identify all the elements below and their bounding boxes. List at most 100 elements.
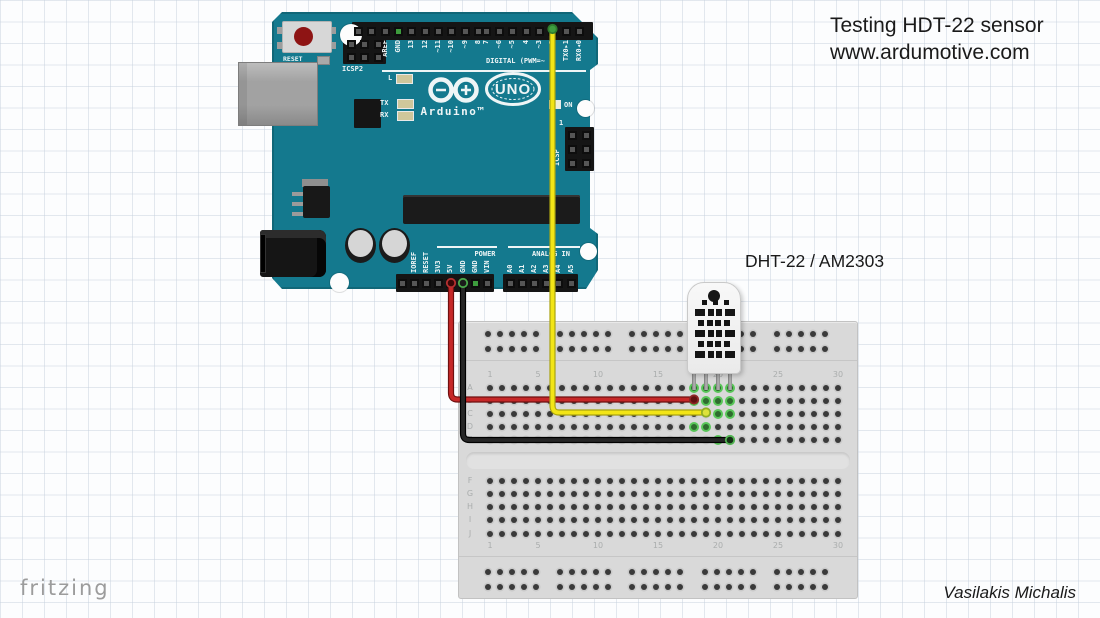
breadboard-hole: [775, 384, 781, 391]
breadboard-hole: [751, 504, 757, 510]
icsp2-label: ICSP2: [342, 65, 364, 73]
breadboard-hole: [499, 423, 505, 430]
breadboard-hole: [811, 397, 817, 404]
breadboard-hole: [583, 477, 589, 484]
breadboard-hole: [629, 583, 635, 590]
breadboard-hole: [799, 423, 805, 430]
breadboard-hole: [665, 331, 671, 337]
header-pin: [574, 26, 584, 36]
breadboard-hole: [823, 410, 829, 417]
vent: [716, 309, 722, 316]
breadboard-hole: [643, 384, 649, 391]
breadboard-hole: [557, 583, 563, 590]
breadboard-hole: [679, 530, 685, 537]
breadboard-hole: [511, 504, 517, 510]
breadboard-hole: [595, 423, 601, 430]
breadboard-hole: [811, 477, 817, 484]
breadboard-hole: [799, 384, 805, 391]
breadboard-hole: [605, 331, 611, 337]
breadboard-hole: [487, 477, 493, 484]
breadboard-hole: [605, 569, 611, 575]
header-pin: [517, 278, 527, 288]
breadboard-hole: [487, 437, 493, 443]
breadboard-hole: [787, 423, 793, 430]
header-pin: [409, 278, 419, 288]
breadboard-hole: [677, 331, 683, 337]
row-label: D: [466, 421, 474, 431]
breadboard-hole: [631, 490, 637, 497]
breadboard-hole: [811, 423, 817, 430]
breadboard-hole: [583, 530, 589, 537]
author-credit: Vasilakis Michalis: [943, 583, 1076, 602]
breadboard-hole: [631, 530, 637, 537]
breadboard-hole: [511, 397, 517, 404]
pin-label: A2: [529, 264, 538, 273]
breadboard-hole: [487, 423, 493, 430]
breadboard-hole: [799, 504, 805, 510]
column-number: 10: [592, 540, 604, 550]
column-number: 10: [592, 369, 604, 379]
pin-label: IOREF: [409, 251, 418, 273]
breadboard-hole: [511, 437, 517, 443]
breadboard-hole: [535, 397, 541, 404]
breadboard-hole: [559, 437, 565, 443]
breadboard-divider-bottom: [459, 556, 857, 557]
breadboard-hole: [787, 517, 793, 523]
breadboard-hole: [523, 410, 529, 417]
header-pin: [481, 26, 491, 36]
breadboard-hole: [799, 517, 805, 523]
power-jack-opening: [260, 234, 266, 273]
breadboard-hole: [631, 397, 637, 404]
breadboard-hole: [835, 423, 841, 430]
vent: [724, 351, 735, 358]
breadboard-hole: [571, 410, 577, 417]
breadboard-hole: [811, 437, 817, 443]
breadboard-hole: [775, 517, 781, 523]
header-pin: [529, 278, 539, 288]
pin-label: A5: [566, 264, 575, 273]
breadboard-hole: [559, 530, 565, 537]
breadboard-hole: [547, 530, 553, 537]
breadboard-hole: [749, 583, 756, 590]
usb-connector-tab: [317, 56, 330, 65]
breadboard-hole: [523, 477, 529, 484]
icsp-pin: [581, 130, 591, 140]
pin-label: RX0◂0: [574, 40, 583, 62]
breadboard-hole: [533, 331, 539, 337]
breadboard-hole: [715, 530, 721, 537]
breadboard-hole: [631, 477, 637, 484]
breadboard-hole: [583, 410, 589, 417]
icsp2-pin: [373, 52, 383, 62]
breadboard-hole: [749, 331, 756, 337]
header-pin: [420, 26, 430, 36]
header-pin: [561, 26, 571, 36]
header-pin: [534, 26, 544, 36]
breadboard-hole: [559, 477, 565, 484]
breadboard-hole: [619, 410, 625, 417]
breadboard-hole: [739, 517, 745, 523]
breadboard-hole: [485, 346, 491, 352]
mounting-hole: [580, 243, 597, 260]
breadboard-hole: [703, 410, 709, 417]
breadboard-hole: [823, 423, 829, 430]
breadboard-hole: [715, 490, 721, 497]
row-label: I: [468, 515, 472, 524]
breadboard-hole: [823, 384, 829, 391]
breadboard-hole: [643, 397, 649, 404]
breadboard-hole: [569, 583, 575, 590]
breadboard-hole: [535, 423, 541, 430]
breadboard-hole: [511, 477, 517, 484]
icsp-pin: [567, 158, 577, 168]
breadboard-hole: [701, 569, 708, 575]
breadboard-hole: [511, 490, 517, 497]
breadboard-hole: [509, 583, 515, 590]
breadboard-hole: [571, 504, 577, 510]
breadboard-hole: [775, 437, 781, 443]
header-pin: [367, 26, 377, 36]
breadboard-hole: [605, 583, 611, 590]
breadboard-hole: [715, 517, 721, 523]
breadboard-hole: [751, 437, 757, 443]
breadboard-divider-top: [459, 360, 857, 361]
breadboard-hole: [713, 569, 720, 575]
breadboard-hole: [559, 504, 565, 510]
